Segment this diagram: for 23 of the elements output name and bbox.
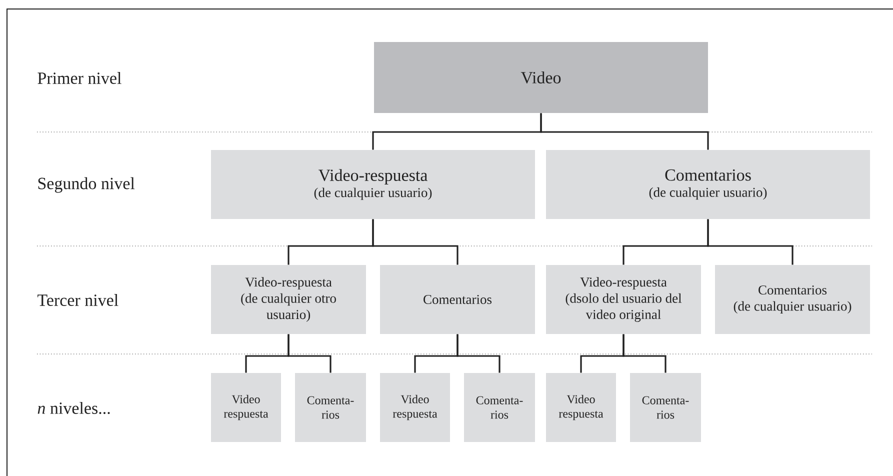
level-label: Segundo nivel <box>38 177 135 193</box>
connector-line <box>540 113 709 150</box>
level-label: Primer nivel <box>38 72 122 84</box>
connector-line <box>707 219 794 265</box>
connector-line <box>372 219 458 265</box>
tree-box: Video-respuesta (de cualquier otro usuario) <box>211 265 366 334</box>
tree-box: Comenta- rios <box>630 373 701 442</box>
tree-box: Video respuesta <box>380 373 450 442</box>
tree-box: Comentarios <box>380 265 535 334</box>
level-label: Tercer nivel <box>38 294 118 306</box>
tree-box: Comentarios (de cualquier usuario) <box>546 150 870 219</box>
connector-line <box>288 334 332 373</box>
connector-line <box>456 334 500 373</box>
tree-box: Video <box>374 42 708 113</box>
tree-box: Video respuesta <box>546 373 616 442</box>
tree-box: Video respuesta <box>211 373 281 442</box>
tree-box: Comenta- rios <box>295 373 366 442</box>
tree-box: Video-respuesta (de cualquier usuario) <box>211 150 535 219</box>
tree-box: Comentarios (de cualquier usuario) <box>715 265 870 334</box>
tree-box: Video-respuesta (dsolo del usuario del video original <box>546 265 701 334</box>
level-label: n niveles... <box>38 402 110 414</box>
tree-box: Comenta- rios <box>464 373 535 442</box>
connector-line <box>622 334 666 373</box>
